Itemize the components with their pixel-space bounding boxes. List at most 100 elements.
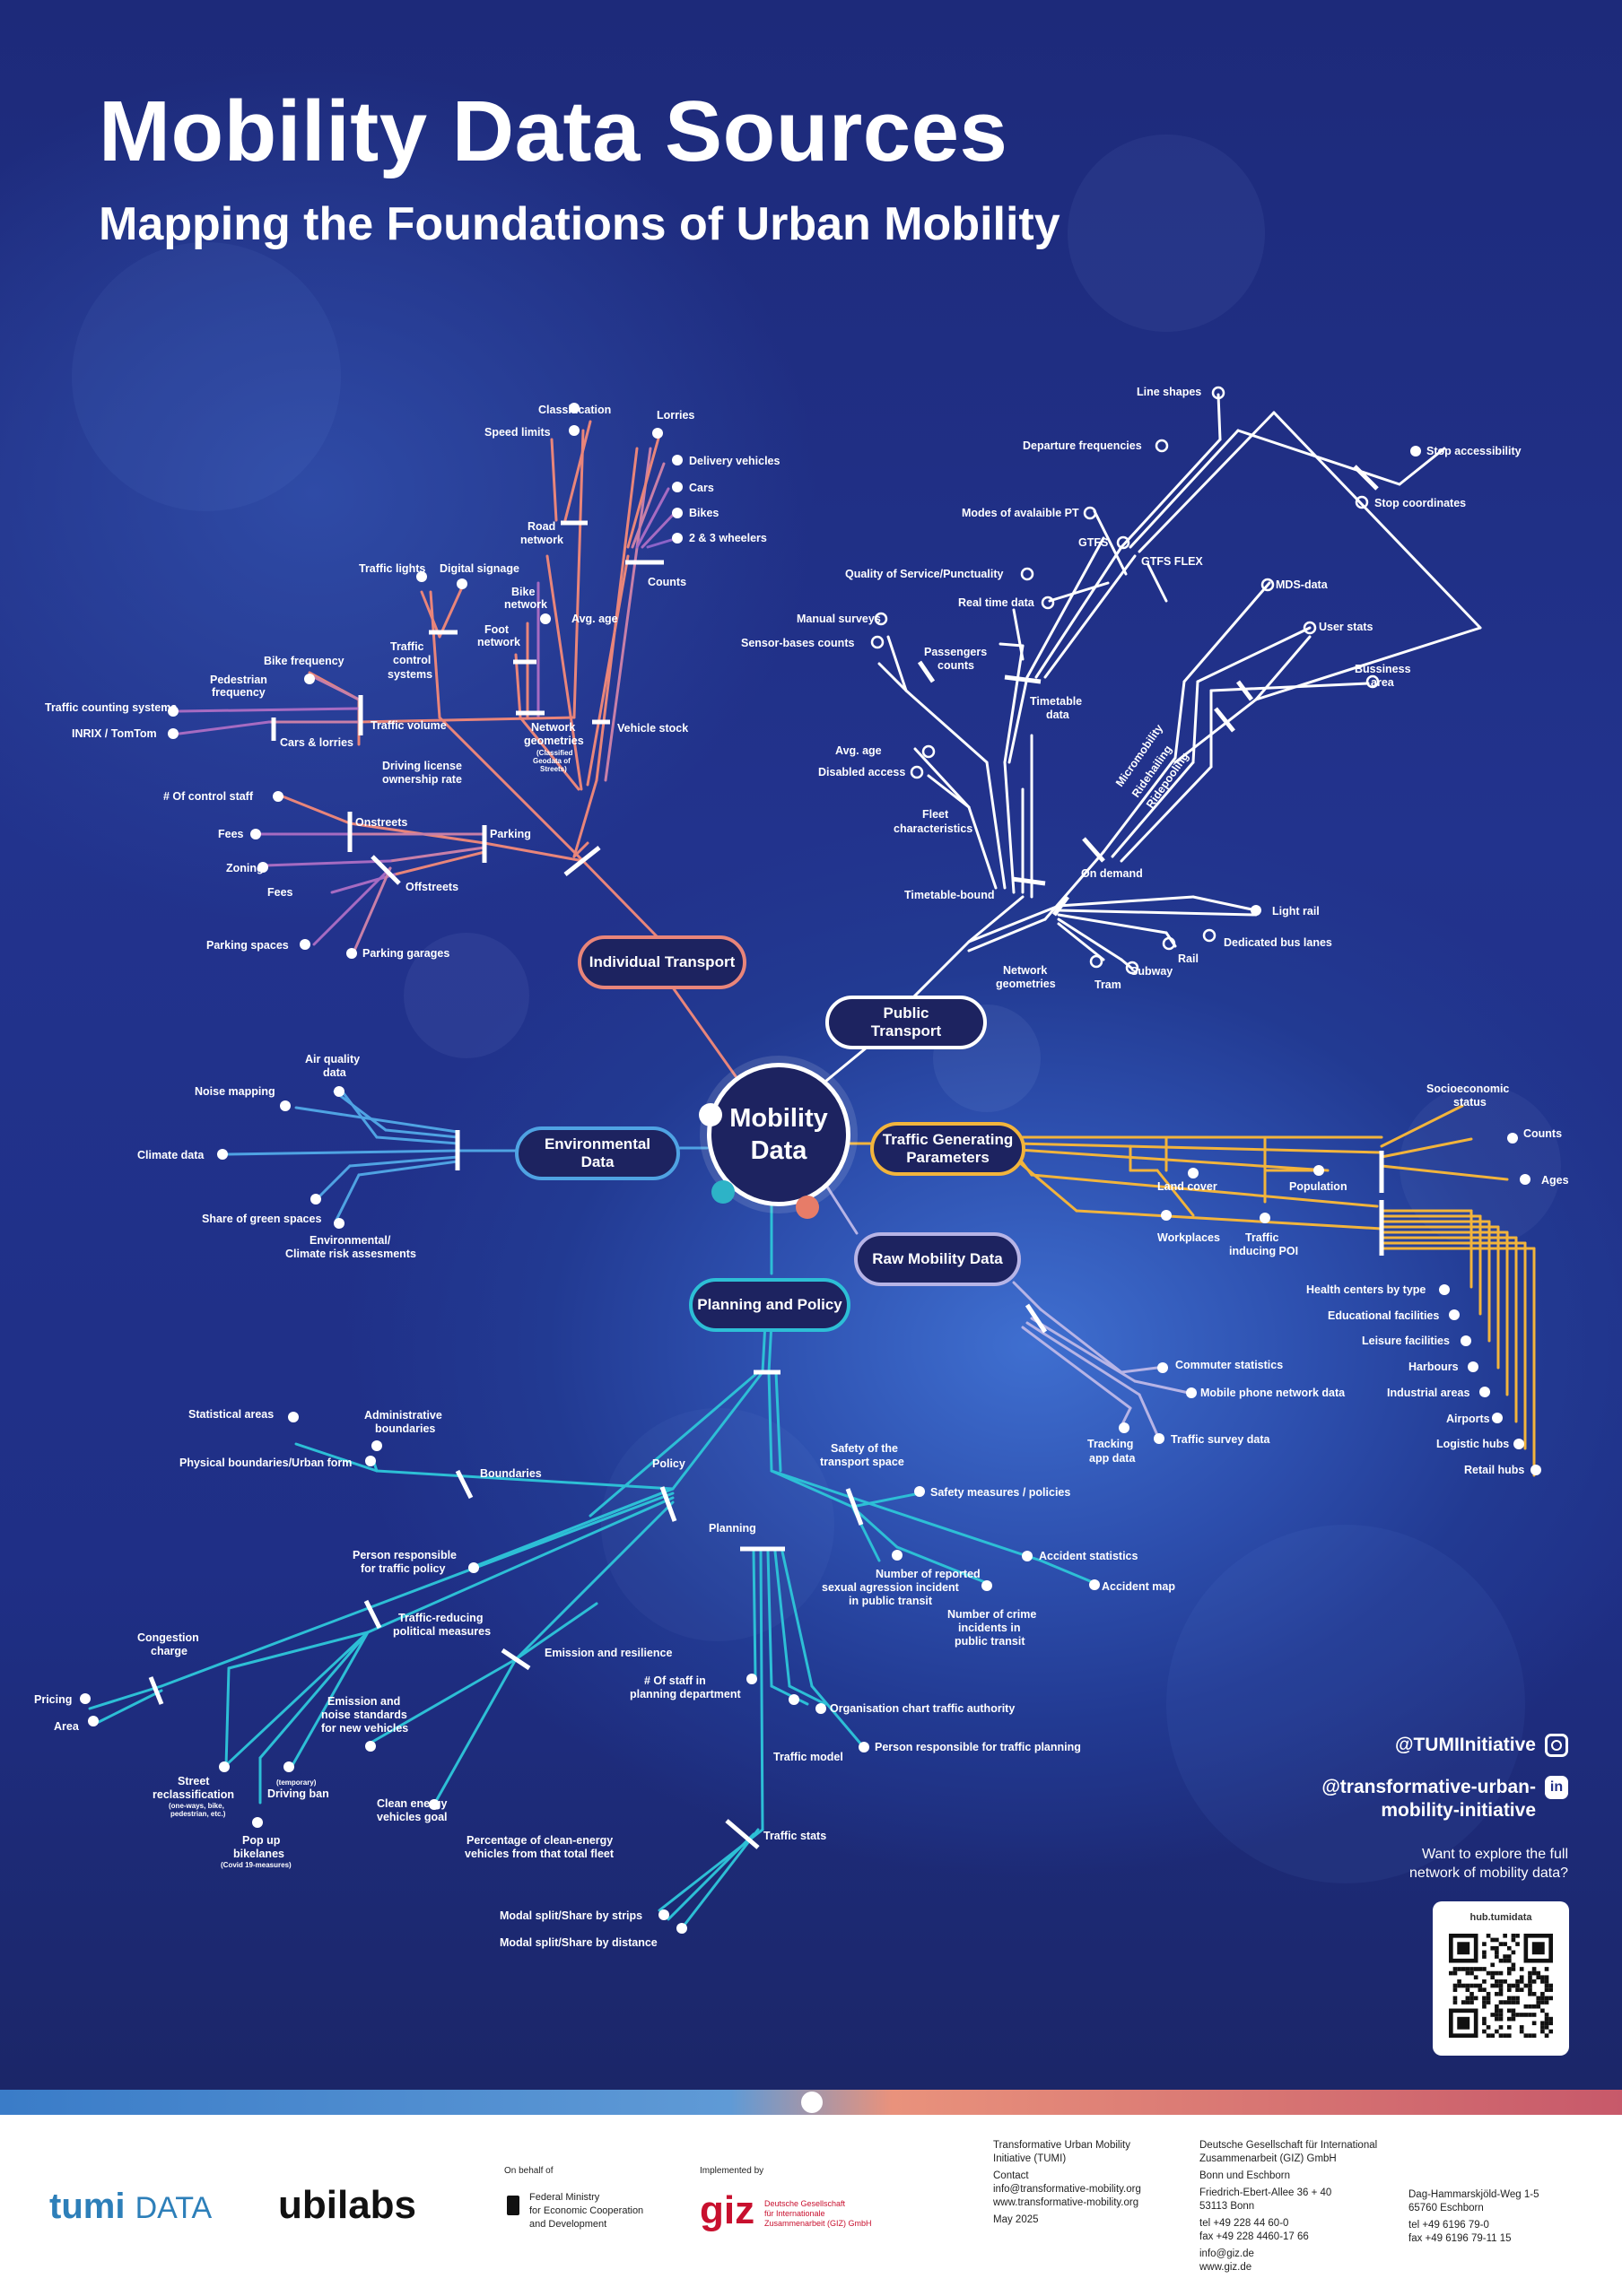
label-retail: Retail hubs <box>1464 1464 1524 1476</box>
category-environmental-data[interactable]: Environmental Data <box>515 1126 680 1180</box>
label-street-1: Street <box>178 1775 210 1787</box>
label-driving-ban: Driving ban <box>267 1787 329 1800</box>
traffic-line2: Parameters <box>906 1149 990 1166</box>
giz-block-8[interactable]: info@giz.de <box>1199 2248 1254 2259</box>
label-tram: Tram <box>1094 978 1121 991</box>
label-green-spaces: Share of green spaces <box>202 1213 321 1225</box>
label-reducing-2: political measures <box>393 1625 491 1638</box>
label-ages: Ages <box>1541 1174 1569 1187</box>
individual-transport-branch <box>178 420 679 952</box>
label-emission-resilience: Emission and resilience <box>545 1647 672 1659</box>
label-congestion-1: Congestion <box>137 1631 199 1644</box>
mobility-network-diagram: Classification Speed limits Lorries Deli… <box>34 386 1569 1949</box>
label-timetable-data-1: Timetable <box>1030 695 1082 708</box>
social-linkedin[interactable]: @transformative-urban- mobility-initiati… <box>1321 1776 1568 1822</box>
environmental-line2: Data <box>580 1153 615 1170</box>
label-pct-clean-1: Percentage of clean-energy <box>467 1834 613 1847</box>
label-modal-trips: Modal split/Share by strips <box>500 1909 642 1922</box>
hub-dot-white <box>699 1103 722 1126</box>
ubilabs-logo: ubilabs <box>278 2183 417 2227</box>
label-industrial: Industrial areas <box>1387 1387 1469 1399</box>
label-light-rail: Light rail <box>1272 905 1320 918</box>
giz-small-3: Zusammenarbeit (GIZ) GmbH <box>764 2219 872 2228</box>
label-speed-limits: Speed limits <box>484 426 551 439</box>
label-onstreets: Onstreets <box>355 816 407 829</box>
label-person-planning: Person responsible for traffic planning <box>875 1741 1081 1753</box>
label-fees-1: Fees <box>218 828 244 840</box>
environmental-labels: Air quality data Noise mapping Climate d… <box>137 1053 416 1260</box>
social-instagram[interactable]: @TUMIInitiative <box>1395 1734 1568 1757</box>
qr-code-icon <box>1449 1934 1553 2038</box>
tumi-block-4[interactable]: info@transformative-mobility.org <box>993 2184 1141 2195</box>
label-gtfs: GTFS <box>1078 536 1108 549</box>
label-admin-1: Administrative <box>364 1409 442 1422</box>
label-avg-age: Avg. age <box>571 613 618 625</box>
category-public-transport[interactable]: Public Transport <box>825 996 987 1049</box>
public-transport-line1: Public <box>883 1004 929 1022</box>
giz-contact-block: Deutsche Gesellschaft für International … <box>1199 2139 1377 2274</box>
label-user-stats: User stats <box>1319 621 1373 633</box>
label-passengers-counts-1: Passengers <box>924 646 987 658</box>
label-driving-ban-note: (temporary) <box>276 1779 317 1787</box>
label-harbours: Harbours <box>1408 1361 1459 1373</box>
eschborn-2: 65760 Eschborn <box>1408 2203 1484 2213</box>
label-business-area-2: area <box>1371 676 1395 689</box>
traffic-branch <box>1016 1104 1536 1477</box>
label-traffic-control-3: systems <box>388 668 432 681</box>
bokeh-decoration <box>72 135 1265 1112</box>
label-network-geometries-1: Network <box>531 721 575 734</box>
individual-transport-labels: Classification Speed limits Lorries Deli… <box>45 404 780 960</box>
tumi-contact-block: Transformative Urban Mobility Initiative… <box>993 2139 1141 2227</box>
label-parking-garages: Parking garages <box>362 947 449 960</box>
label-admin-2: boundaries <box>375 1422 435 1435</box>
label-traffic-stats: Traffic stats <box>763 1830 826 1842</box>
category-raw-mobility-data[interactable]: Raw Mobility Data <box>854 1232 1021 1286</box>
label-health-centers: Health centers by type <box>1306 1283 1426 1296</box>
label-pct-clean-2: vehicles from that total fleet <box>465 1848 615 1860</box>
label-person-policy-1: Person responsible <box>353 1549 457 1561</box>
instagram-icon <box>1545 1734 1568 1757</box>
qr-code-card[interactable]: hub.tumidata <box>1433 1901 1569 2056</box>
instagram-handle: @TUMIInitiative <box>1395 1735 1536 1755</box>
label-traffic-counting-systems: Traffic counting systems <box>45 701 177 714</box>
individual-transport-bars <box>271 520 664 885</box>
category-planning-policy[interactable]: Planning and Policy <box>689 1278 850 1332</box>
label-counts: Counts <box>648 576 686 588</box>
label-dedicated-bus-lanes: Dedicated bus lanes <box>1224 936 1332 949</box>
label-safety-transport-1: Safety of the <box>831 1442 898 1455</box>
label-fees-2: Fees <box>267 886 293 899</box>
label-stop-accessibility: Stop accessibility <box>1426 445 1522 457</box>
implemented-label: Implemented by <box>700 2166 764 2176</box>
poster-title: Mobility Data Sources <box>99 83 1008 179</box>
individual-transport-nodes <box>168 403 683 959</box>
label-on-demand: On demand <box>1081 867 1143 880</box>
label-ped-frequency-2: frequency <box>212 686 266 699</box>
giz-block-6: tel +49 228 44 60-0 <box>1199 2218 1289 2229</box>
label-mobile-phone: Mobile phone network data <box>1200 1387 1346 1399</box>
label-quality-of-service: Quality of Service/Punctuality <box>845 568 1003 580</box>
eschborn-1: Dag-Hammarskjöld-Weg 1-5 <box>1408 2189 1539 2200</box>
label-street-note-1: (one-ways, bike, <box>169 1802 224 1810</box>
eschborn-3: tel +49 6196 79-0 <box>1408 2220 1489 2231</box>
category-individual-transport[interactable]: Individual Transport <box>578 935 746 989</box>
label-foot-network-1: Foot <box>484 623 510 636</box>
category-traffic-parameters[interactable]: Traffic Generating Parameters <box>870 1122 1025 1176</box>
label-pt-network-1: Network <box>1003 964 1047 977</box>
federal-eagle-icon <box>507 2196 519 2215</box>
label-pt-avg-age: Avg. age <box>835 744 882 757</box>
linkedin-handle-2: mobility-initiative <box>1381 1800 1536 1821</box>
label-modal-distance: Modal split/Share by distance <box>500 1936 658 1949</box>
eschborn-block: Dag-Hammarskjöld-Weg 1-5 65760 Eschborn … <box>1408 2188 1539 2246</box>
tumi-data-text: DATA <box>135 2191 213 2225</box>
raw-nodes <box>1119 1362 1197 1444</box>
environmental-nodes <box>217 1086 344 1229</box>
label-popup-1: Pop up <box>242 1834 281 1847</box>
label-emission-std-1: Emission and <box>327 1695 400 1708</box>
label-safety-measures: Safety measures / policies <box>930 1486 1070 1499</box>
label-population: Population <box>1289 1180 1347 1193</box>
label-land-cover: Land cover <box>1157 1180 1217 1193</box>
planning-labels: Statistical areas Administrative boundar… <box>34 1408 1175 1949</box>
giz-block-9[interactable]: www.giz.de <box>1199 2262 1252 2273</box>
tumi-block-5[interactable]: www.transformative-mobility.org <box>993 2197 1139 2208</box>
label-timetable-bound: Timetable-bound <box>904 889 994 901</box>
